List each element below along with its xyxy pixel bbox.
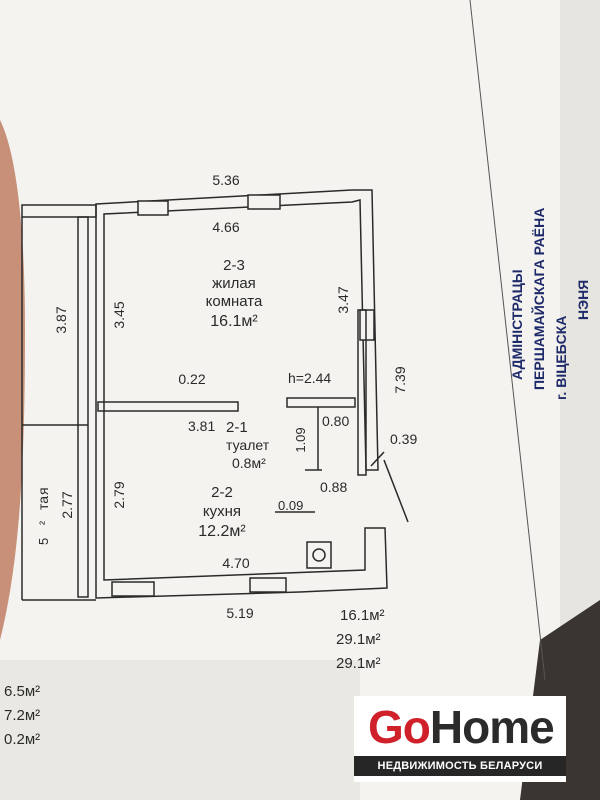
stamp-line-3: г. ВIЦЕБСКА: [553, 316, 569, 400]
stamp-line-2: ПЕРШАМАЙСКАГА РАЁНА: [530, 208, 547, 390]
dim-ceiling-height: h=2.44: [288, 370, 331, 386]
total-living-area: 16.1м²: [340, 607, 385, 624]
room-2-3-area: 16.1м²: [210, 313, 258, 330]
stamp-line-4: НЭНЯ: [575, 280, 591, 320]
neighbor-label-2: та: [35, 496, 51, 510]
brand-logo: GoHome: [368, 700, 555, 754]
room-2-3: 2-3 жилая комната 16.1м²: [206, 257, 263, 330]
room-2-1-id: 2-1: [226, 419, 248, 436]
room-2-3-name-2: комната: [206, 293, 263, 310]
paper-shadow: [0, 660, 360, 800]
neighbor-area-2: 7.2м²: [4, 707, 40, 724]
room-2-1-name: туалет: [226, 437, 270, 453]
dim-top-outer: 5.36: [212, 172, 239, 188]
area-totals: 16.1м² 29.1м² 29.1м²: [336, 607, 385, 672]
dim-toilet-width-top: 0.80: [322, 413, 349, 429]
administration-stamp: АДМIНIСТРАЦЫ ПЕРШАМАЙСКАГА РАЁНА г. ВIЦЕ…: [509, 208, 591, 400]
dim-outer-right: 7.39: [392, 366, 408, 393]
stamp-line-1: АДМIНIСТРАЦЫ: [509, 269, 525, 380]
dim-bottom-inner: 4.70: [222, 555, 249, 571]
room-2-1-area: 0.8м²: [232, 455, 266, 471]
neighbor-label-1: я: [35, 487, 51, 495]
dim-right-room: 3.47: [335, 286, 351, 313]
dim-wall-offset: 0.39: [390, 431, 417, 447]
finger: [0, 120, 25, 640]
room-2-3-id: 2-3: [223, 257, 245, 274]
brand-go: Go: [368, 701, 431, 753]
neighbor-area-3: 0.2м²: [4, 731, 40, 748]
room-2-2-area: 12.2м²: [198, 523, 246, 540]
room-2-1: 2-1 туалет 0.8м²: [226, 419, 270, 471]
room-2-2-name: кухня: [203, 503, 241, 520]
room-2-2: 2-2 кухня 12.2м²: [198, 484, 246, 540]
walls: [21, 189, 409, 601]
dim-top-inner: 4.66: [212, 219, 239, 235]
dim-toilet-width-bottom: 0.88: [320, 479, 347, 495]
neighbor-label-4: 5: [36, 538, 51, 545]
neighbor-area-1: 6.5м²: [4, 683, 40, 700]
gohome-watermark: GoHome НЕДВИЖИМОСТЬ БЕЛАРУСИ: [354, 696, 566, 782]
dim-bottom-outer: 5.19: [226, 605, 253, 621]
dim-wall-thickness: 0.22: [178, 371, 205, 387]
dim-left-room: 3.45: [111, 301, 127, 328]
room-2-3-name-1: жилая: [212, 275, 256, 292]
neighbor-room-labels: я та ² 5 6.5м² 7.2м² 0.2м²: [4, 487, 51, 748]
dimensions: 5.36 4.66 3.45 3.47 7.39 0.22 h=2.44 3.8…: [53, 172, 417, 621]
total-area-overall: 29.1м²: [336, 655, 381, 672]
brand-home: Home: [429, 701, 555, 753]
brand-tagline: НЕДВИЖИМОСТЬ БЕЛАРУСИ: [354, 756, 566, 776]
dim-neighbor-upper: 3.87: [53, 306, 69, 333]
room-2-2-id: 2-2: [211, 484, 233, 501]
neighbor-label-3: ²: [37, 521, 51, 525]
dim-partition-width: 3.81: [188, 418, 215, 434]
paper-border-line: [469, 0, 546, 681]
dim-kitchen-left: 2.79: [111, 481, 127, 508]
total-area: 29.1м²: [336, 631, 381, 648]
dim-partition-small: 0.09: [278, 498, 303, 513]
dim-toilet-depth: 1.09: [293, 427, 308, 452]
dim-neighbor-lower: 2.77: [59, 491, 75, 518]
